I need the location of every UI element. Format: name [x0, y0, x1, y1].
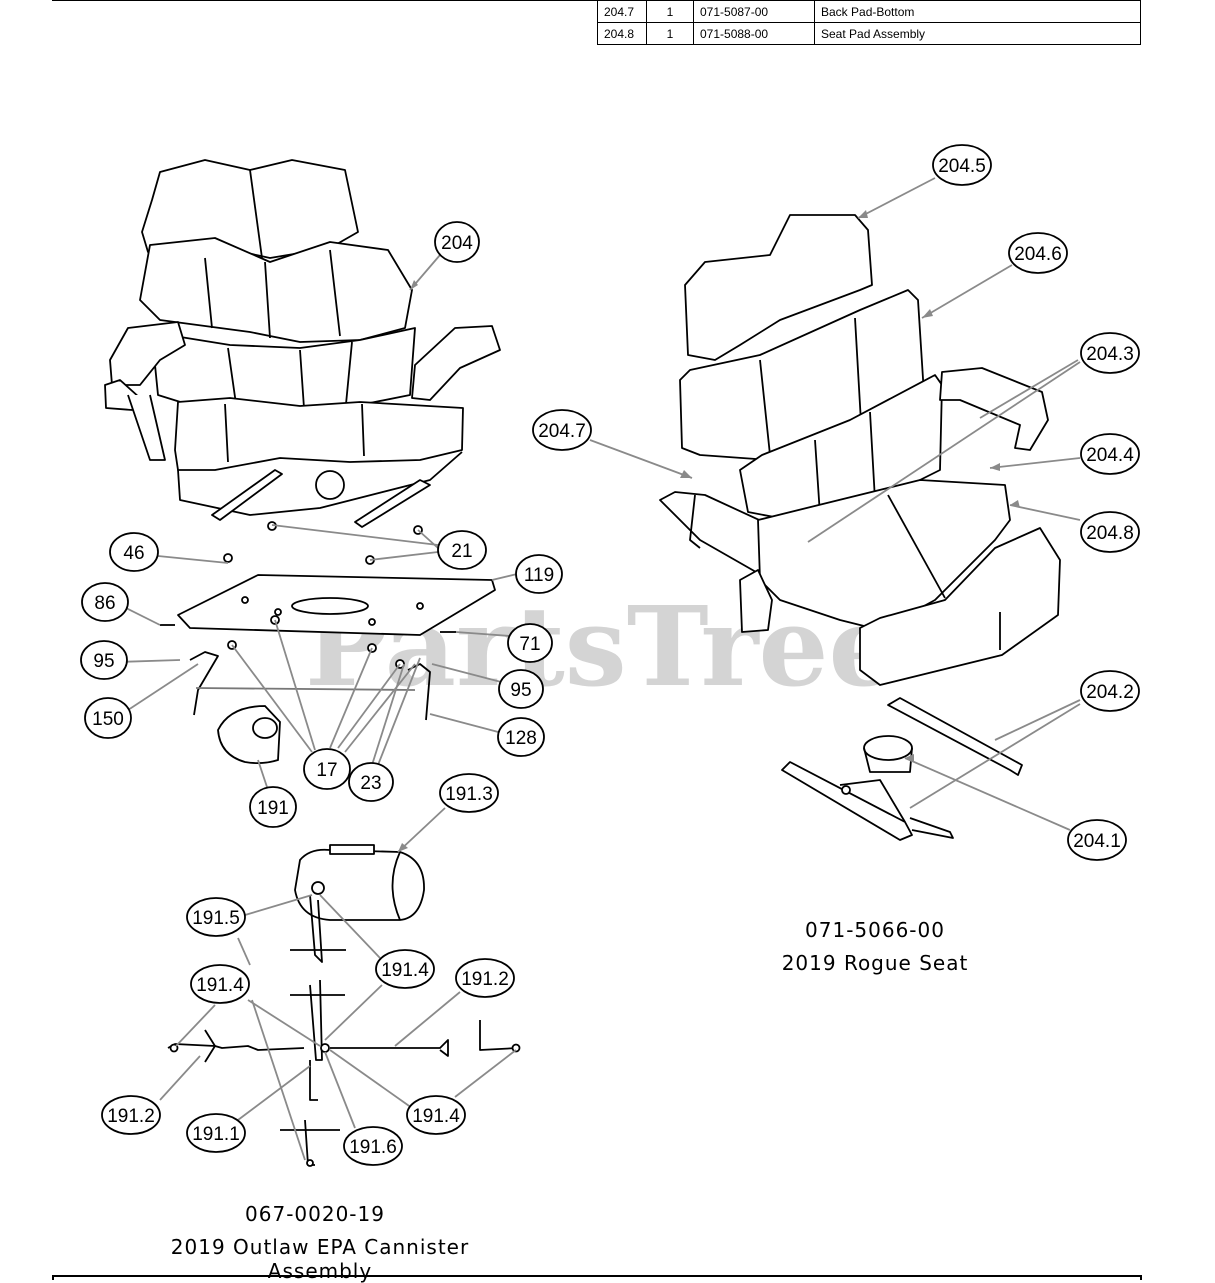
- mounting-plate: [160, 521, 496, 721]
- callout-label: 191.1: [192, 1124, 240, 1145]
- callout-label: 191.2: [461, 969, 509, 990]
- callout-bubbles: [80, 144, 1140, 1166]
- callout-label: 128: [505, 728, 537, 749]
- callout-label: 204.1: [1073, 831, 1121, 852]
- callout-label: 95: [510, 680, 531, 701]
- rogue-seat-title: 2019 Rogue Seat: [781, 951, 969, 975]
- callout-label: 204: [441, 233, 473, 254]
- callout-label: 23: [360, 773, 381, 794]
- callout-label: 119: [524, 565, 554, 586]
- callout-label: 191.4: [412, 1106, 460, 1127]
- callout-label: 21: [451, 541, 472, 562]
- callout-label: 86: [94, 593, 115, 614]
- callout-label: 204.2: [1086, 682, 1134, 703]
- callout-label: 95: [93, 651, 114, 672]
- callout-label: 191.4: [381, 960, 429, 981]
- right-seat-drawing: [659, 214, 1061, 841]
- callout-label: 46: [123, 543, 144, 564]
- bottom-rule: [52, 1275, 1142, 1277]
- callout-label: 191.2: [107, 1106, 155, 1127]
- leader-arrowheads: [398, 210, 1020, 852]
- description-cell: Seat Pad Assembly: [814, 22, 1141, 45]
- table-row: 204.8 1 071-5088-00 Seat Pad Assembly: [597, 22, 1141, 45]
- part-number-cell: 071-5087-00: [693, 0, 815, 23]
- callout-label: 204.7: [538, 421, 586, 442]
- callout-label: 191.5: [192, 908, 240, 929]
- callout-label: 204.5: [938, 156, 986, 177]
- top-rule: [52, 0, 597, 1]
- bottom-rule-left-tick: [52, 1275, 54, 1280]
- callout-labels: 204 21 46 119 86 71 95 95 150 128 17 23 …: [92, 156, 1134, 1158]
- callout-label: 150: [92, 709, 124, 730]
- callout-label: 17: [316, 760, 337, 781]
- callout-label: 191.6: [349, 1137, 397, 1158]
- canister-small: [217, 705, 281, 765]
- canister-title: 2019 Outlaw EPA Cannister Assembly: [170, 1235, 470, 1283]
- callout-label: 191.4: [196, 975, 244, 996]
- left-seat-drawing: [104, 159, 501, 528]
- bottom-rule-right-tick: [1140, 1275, 1142, 1280]
- callout-label: 204.3: [1086, 344, 1134, 365]
- callout-label: 204.6: [1014, 244, 1062, 265]
- callout-label: 191: [257, 798, 289, 819]
- rogue-seat-part-number: 071-5066-00: [805, 918, 945, 942]
- callout-label: 191.3: [445, 784, 493, 805]
- callout-label: 204.8: [1086, 523, 1134, 544]
- canister-part-number: 067-0020-19: [245, 1202, 385, 1226]
- parts-table: 204.7 1 071-5087-00 Back Pad-Bottom 204.…: [597, 0, 1141, 45]
- callout-label: 71: [519, 634, 540, 655]
- callout-label: 204.4: [1086, 445, 1134, 466]
